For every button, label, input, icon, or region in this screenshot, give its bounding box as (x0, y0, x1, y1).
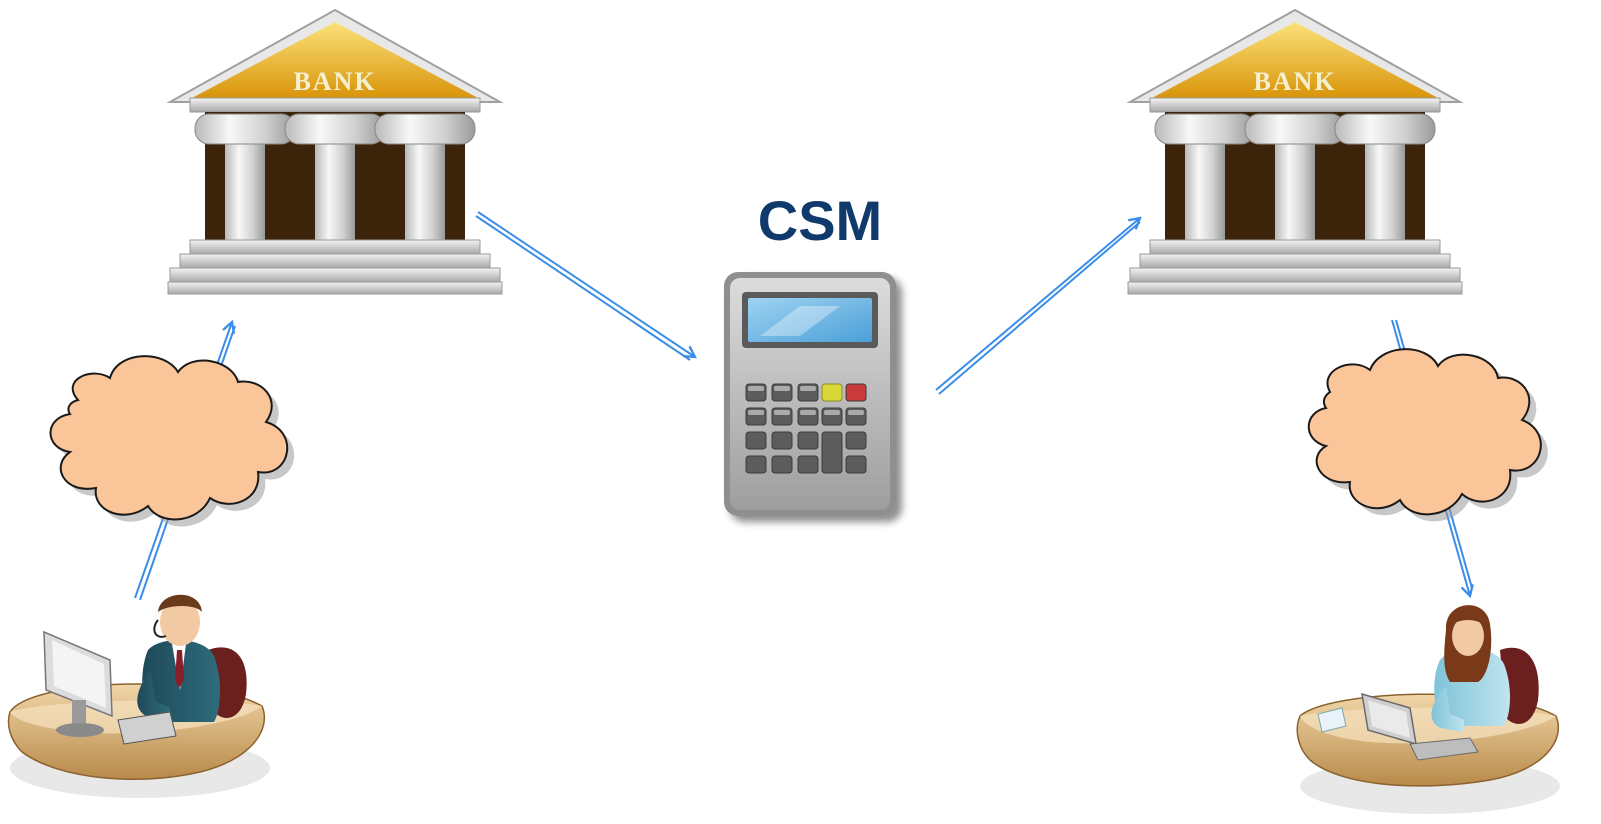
left-cloud-icon (49, 355, 295, 527)
csm-label: CSM (758, 189, 882, 252)
csm-calculator-icon (724, 272, 896, 516)
payee-businesswoman-icon (1296, 605, 1560, 814)
left-bank-icon: BANK (166, 8, 504, 295)
right-cloud-icon (1307, 348, 1548, 522)
arrow-left-bank-to-csm (475, 211, 695, 361)
left-bank-label: BANK (293, 67, 376, 96)
arrow-csm-to-right-bank (935, 218, 1140, 395)
payer-businessman-icon (7, 594, 270, 798)
right-bank-label: BANK (1253, 67, 1336, 96)
right-bank-icon: BANK (1126, 8, 1464, 295)
